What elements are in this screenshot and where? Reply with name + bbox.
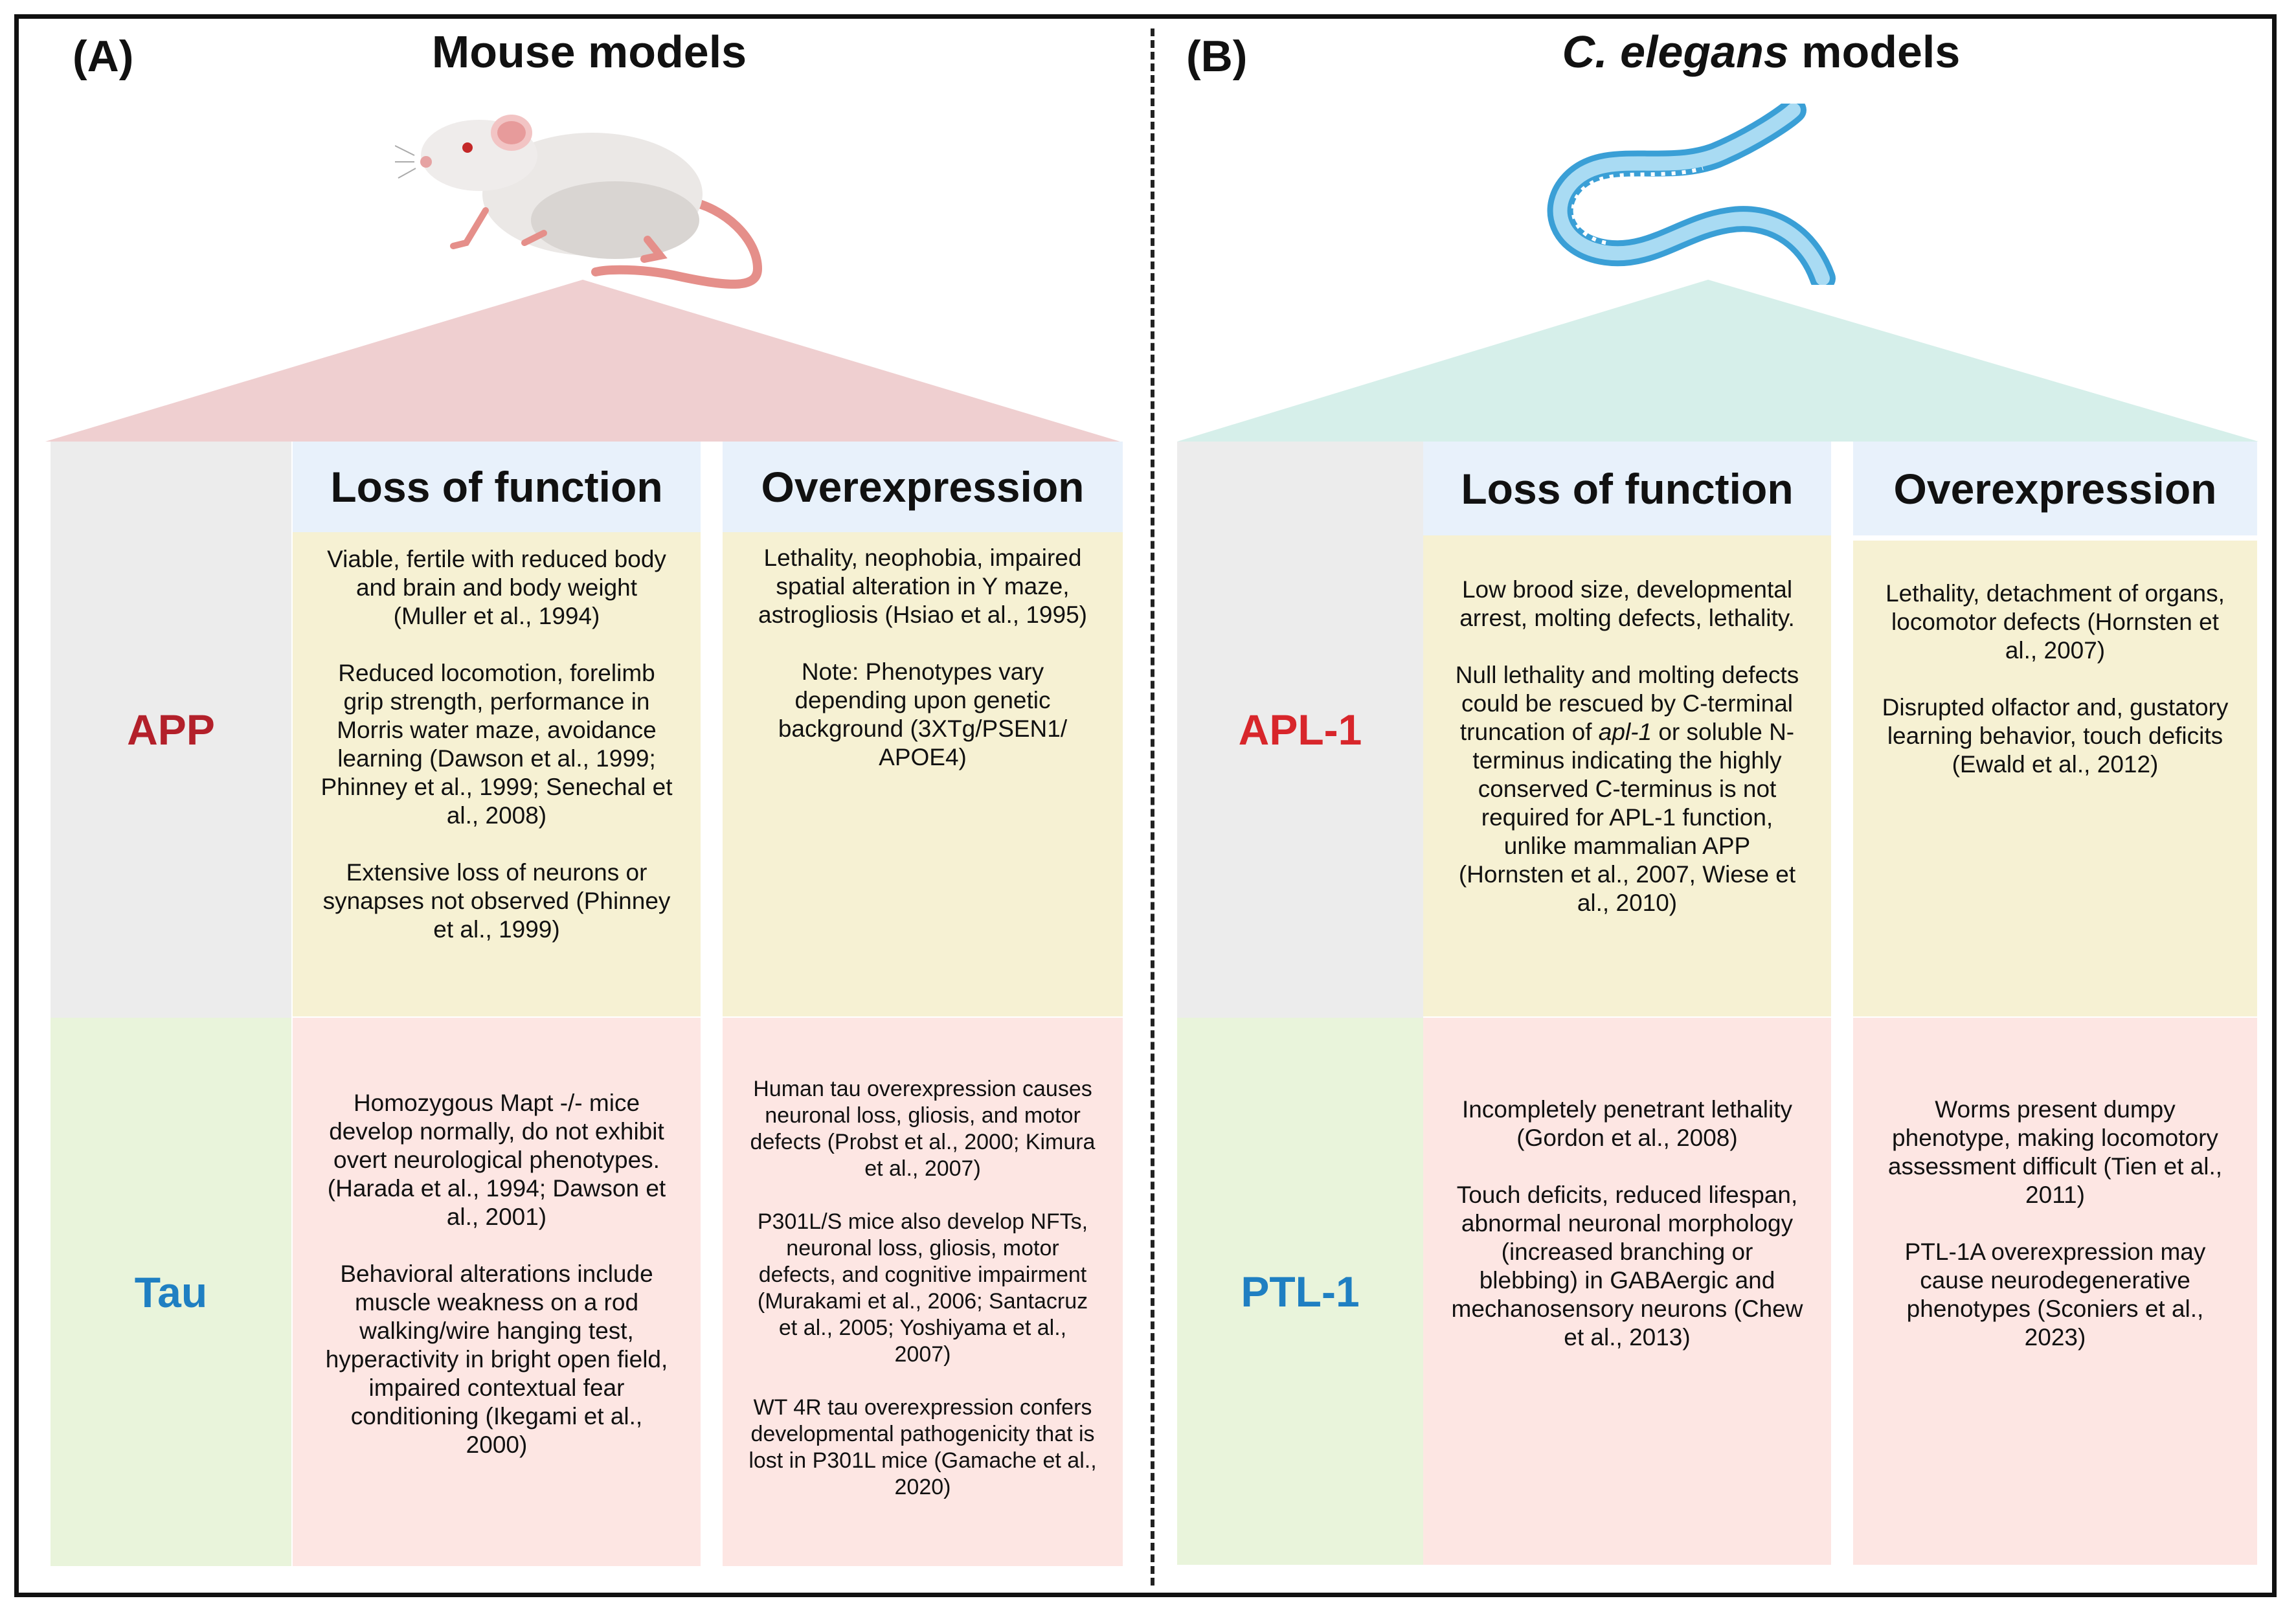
c-elegans-illustration [1547,104,1836,285]
text-block: Low brood size, developmental arrest, mo… [1459,576,1795,631]
panel-b-letter: (B) [1186,32,1248,81]
mouse-illustration [395,115,763,289]
text-block: Worms present dumpy phenotype, making lo… [1887,1096,2223,1208]
row-label-apl-1: APL-1 [1177,442,1423,1018]
text-span: or soluble N-terminus indicating the hig… [1458,719,1796,916]
text-block: Human tau overexpression causes neuronal… [750,1077,1096,1181]
text-block: Reduced locomotion, forelimb grip streng… [321,660,673,829]
cell-tau-over: Human tau overexpression causes neuronal… [723,1018,1123,1566]
panel-a-letter: (A) [73,32,134,81]
text-block: Disrupted olfactor and, gustatory learni… [1882,694,2229,778]
panel-a-roof [45,280,1120,442]
text-block: Homozygous Mapt -/- mice develop normall… [327,1090,666,1230]
gene-name-italic: apl-1 [1598,719,1652,745]
header-loss-of-function-a: Loss of function [293,442,701,532]
panel-b-title-rest: models [1788,27,1961,77]
text-block: Viable, fertile with reduced body and br… [327,546,666,629]
header-overexpression-a: Overexpression [723,442,1123,532]
panel-divider [1151,28,1154,1586]
header-loss-of-function-b: Loss of function [1423,442,1831,535]
cell-ptl-1-loss: Incompletely penetrant lethality (Gordon… [1423,1018,1831,1565]
text-block: Incompletely penetrant lethality (Gordon… [1461,1096,1793,1151]
text-block: Behavioral alterations include muscle we… [325,1261,668,1458]
text-block: Extensive loss of neurons or synapses no… [322,859,671,943]
cell-app-loss: Viable, fertile with reduced body and br… [293,532,701,1016]
row-label-app: APP [51,442,291,1018]
cell-tau-loss: Homozygous Mapt -/- mice develop normall… [293,1018,701,1566]
text-block: Null lethality and molting defects could… [1449,661,1805,917]
cell-app-over: Lethality, neophobia, impaired spatial a… [723,532,1123,1016]
panel-b-title-italic: C. elegans [1562,27,1789,77]
panel-b-roof [1177,280,2258,442]
text-span: Null lethality and molting defects could… [1455,662,1799,745]
text-block: Lethality, detachment of organs, locomot… [1885,580,2225,664]
panel-a-title: Mouse models [431,27,747,77]
panel-b-title: C. elegans models [1437,26,2085,78]
text-block: PTL-1A overexpression may cause neurodeg… [1904,1239,2206,1351]
text-block: P301L/S mice also develop NFTs, neuronal… [757,1209,1088,1367]
text-block: WT 4R tau overexpression confers develop… [748,1395,1097,1499]
cell-apl-1-loss: Low brood size, developmental arrest, mo… [1423,535,1831,1016]
header-overexpression-b: Overexpression [1853,442,2257,535]
row-label-tau: Tau [51,1018,291,1566]
row-label-ptl-1: PTL-1 [1177,1018,1423,1565]
text-block: Lethality, neophobia, impaired spatial a… [758,544,1087,628]
text-block: Note: Phenotypes vary depending upon gen… [778,658,1068,770]
figure-frame [14,14,2277,1597]
text-block: Touch deficits, reduced lifespan, abnorm… [1451,1182,1803,1351]
cell-ptl-1-over: Worms present dumpy phenotype, making lo… [1853,1018,2257,1565]
cell-apl-1-over: Lethality, detachment of organs, locomot… [1853,541,2257,1016]
